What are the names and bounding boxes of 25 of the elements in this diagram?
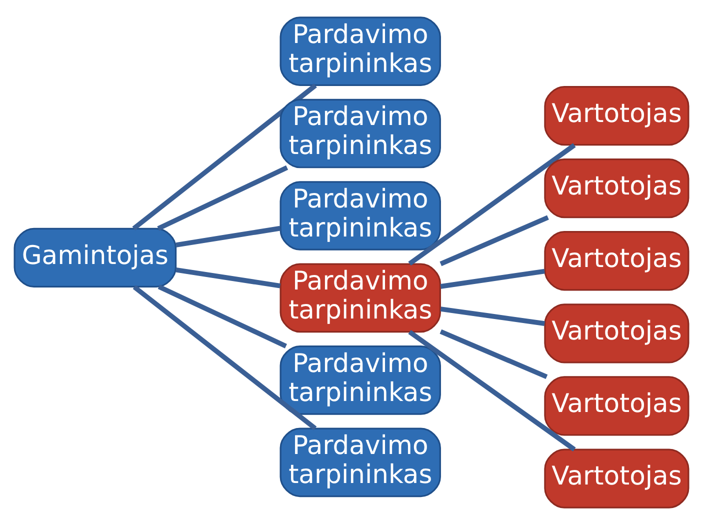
node-box: Vartotojas <box>544 448 690 508</box>
node-box: Pardavimo tarpininkas <box>280 180 441 250</box>
connector <box>157 164 288 230</box>
connector <box>176 266 281 288</box>
connector <box>440 268 545 288</box>
connector <box>440 214 549 266</box>
node-box: Pardavimo tarpininkas <box>280 427 441 497</box>
node-box: Pardavimo tarpininkas <box>280 16 441 86</box>
node-box: Gamintojas <box>14 227 177 287</box>
connector <box>408 142 576 266</box>
node-box: Vartotojas <box>544 303 690 363</box>
node-box: Vartotojas <box>544 158 690 218</box>
node-box: Vartotojas <box>544 85 690 146</box>
connector <box>408 329 576 451</box>
connector <box>132 83 317 230</box>
connector <box>440 328 548 379</box>
connector <box>440 306 545 326</box>
node-box: Pardavimo tarpininkas <box>280 262 441 332</box>
connector <box>132 284 317 430</box>
connector <box>158 284 287 348</box>
node-box: Vartotojas <box>544 230 690 290</box>
node-box: Vartotojas <box>544 376 690 436</box>
node-box: Pardavimo tarpininkas <box>280 345 441 414</box>
connector <box>176 225 281 247</box>
node-box: Pardavimo tarpininkas <box>280 98 441 168</box>
